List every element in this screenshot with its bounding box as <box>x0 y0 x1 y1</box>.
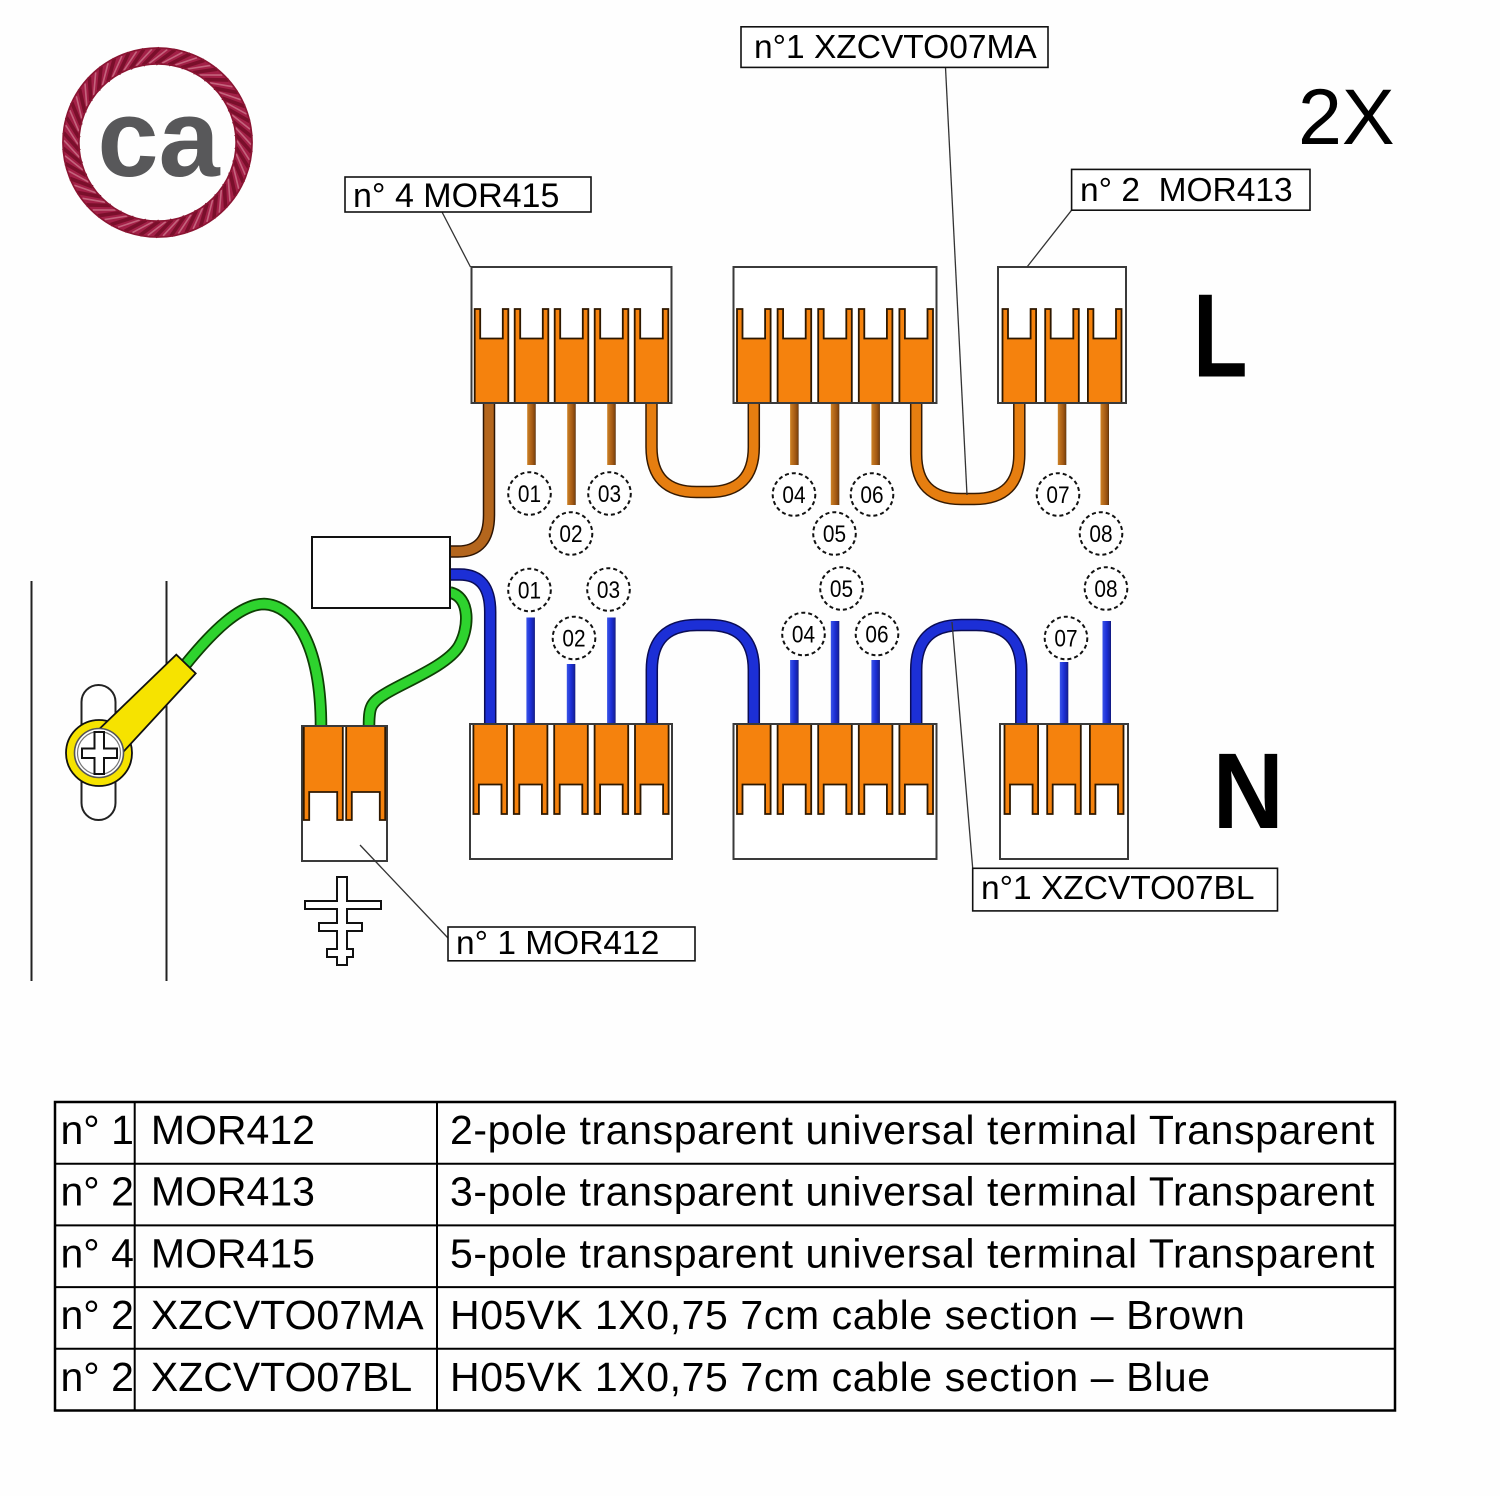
svg-text:2X: 2X <box>1298 72 1395 161</box>
svg-text:n° 2: n° 2 <box>61 1354 134 1400</box>
svg-text:02: 02 <box>559 519 582 547</box>
svg-text:05: 05 <box>830 574 853 602</box>
svg-text:n° 1 MOR412: n° 1 MOR412 <box>456 925 659 962</box>
svg-text:n° 2: n° 2 <box>61 1292 134 1338</box>
svg-text:08: 08 <box>1094 574 1117 602</box>
svg-text:06: 06 <box>865 620 888 648</box>
svg-text:05: 05 <box>823 519 846 547</box>
svg-text:L: L <box>1193 270 1247 402</box>
svg-text:n°1 XZCVTO07BL: n°1 XZCVTO07BL <box>981 870 1254 907</box>
svg-text:XZCVTO07MA: XZCVTO07MA <box>151 1292 424 1338</box>
svg-text:08: 08 <box>1089 519 1112 547</box>
svg-text:3-pole transparent universal t: 3-pole transparent universal terminal Tr… <box>450 1169 1375 1215</box>
svg-text:XZCVTO07BL: XZCVTO07BL <box>151 1354 412 1400</box>
svg-text:MOR413: MOR413 <box>151 1169 315 1215</box>
svg-text:03: 03 <box>597 575 620 603</box>
svg-text:n° 4 MOR415: n° 4 MOR415 <box>353 177 559 215</box>
svg-text:ca: ca <box>97 77 220 200</box>
svg-text:n° 4: n° 4 <box>61 1230 134 1276</box>
svg-text:N: N <box>1213 730 1284 851</box>
svg-text:H05VK 1X0,75 7cm cable section: H05VK 1X0,75 7cm cable section – Brown <box>450 1292 1245 1338</box>
svg-text:MOR412: MOR412 <box>151 1107 315 1153</box>
svg-text:n°1 XZCVTO07MA: n°1 XZCVTO07MA <box>754 29 1037 66</box>
svg-text:n° 1: n° 1 <box>61 1107 134 1153</box>
svg-text:5-pole transparent universal t: 5-pole transparent universal terminal Tr… <box>450 1230 1375 1276</box>
svg-text:02: 02 <box>562 624 585 652</box>
svg-text:07: 07 <box>1046 480 1069 508</box>
svg-text:04: 04 <box>782 480 805 508</box>
svg-text:n° 2: n° 2 <box>61 1169 134 1215</box>
svg-text:07: 07 <box>1054 624 1077 652</box>
svg-text:06: 06 <box>860 480 883 508</box>
svg-text:01: 01 <box>518 479 541 507</box>
svg-text:n° 2 MOR413: n° 2 MOR413 <box>1080 172 1293 209</box>
svg-text:03: 03 <box>598 479 621 507</box>
svg-text:MOR415: MOR415 <box>151 1230 315 1276</box>
svg-text:01: 01 <box>518 576 541 604</box>
svg-text:H05VK 1X0,75 7cm cable section: H05VK 1X0,75 7cm cable section – Blue <box>450 1354 1211 1400</box>
svg-text:2-pole transparent universal t: 2-pole transparent universal terminal Tr… <box>450 1107 1375 1153</box>
svg-text:04: 04 <box>792 620 815 648</box>
